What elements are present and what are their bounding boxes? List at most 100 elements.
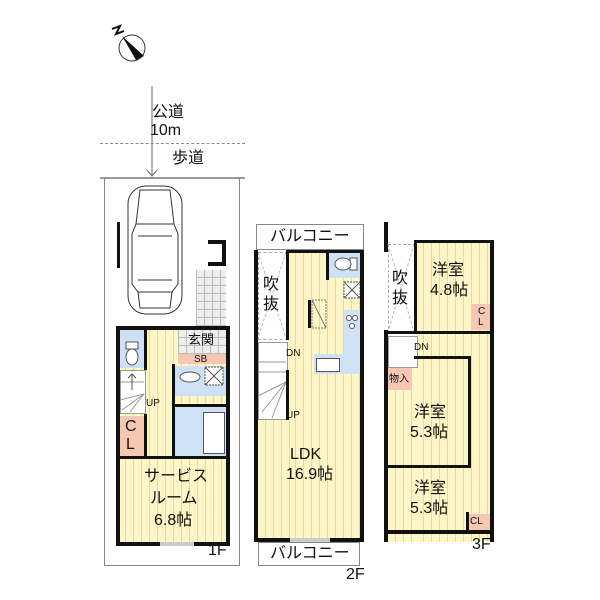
wall-3f-top	[414, 240, 494, 243]
wall-3f-void	[414, 240, 417, 334]
wall-3f-row1	[384, 331, 494, 334]
western-room-2-label: 洋室	[414, 404, 447, 421]
wall-3f-right	[490, 240, 494, 542]
north-arrow-icon	[111, 24, 146, 62]
wall-3f-left	[384, 330, 388, 542]
stairs-icon	[119, 373, 145, 413]
dn-label-3f: DN	[414, 342, 429, 353]
gate-post	[208, 240, 226, 244]
wall-2f-toilet	[326, 250, 329, 280]
western-room-1-size: 4.8帖	[430, 282, 469, 299]
wall-1f-closet	[144, 414, 147, 458]
wall-1f-right	[226, 326, 230, 546]
road-arrow	[146, 86, 158, 178]
washer-icon	[204, 366, 224, 386]
service-room-size: 6.8帖	[154, 512, 193, 529]
floor-label-3f: 3F	[472, 536, 491, 553]
wall-3f-room2-top	[414, 356, 470, 359]
closet-3f-1	[472, 304, 490, 330]
storage-label: 物入	[389, 374, 409, 385]
wall-2f-kitchen	[308, 300, 311, 328]
sink-icon	[179, 371, 201, 383]
window-1f-bottom	[160, 542, 194, 546]
road-width: 10m	[150, 122, 182, 139]
shoe-box-label: SB	[194, 354, 208, 365]
toilet-icon	[334, 257, 358, 271]
closet-label-l: L	[126, 436, 135, 453]
entrance-floor	[178, 330, 226, 354]
fence-1f	[117, 222, 120, 268]
void-cross-icon	[387, 243, 415, 333]
floor-label-2f: 2F	[346, 566, 365, 583]
shoe-box	[178, 354, 226, 364]
closet-1f	[120, 416, 144, 456]
balcony-top-label: バルコニー	[270, 228, 350, 245]
balcony-bottom-label: バルコニー	[270, 545, 350, 562]
range-hood-icon	[311, 299, 327, 329]
void-cross-icon	[257, 251, 287, 339]
floor-3f-main	[416, 242, 494, 542]
wall-1f-top	[116, 326, 230, 330]
wall-1f-bath	[172, 364, 175, 458]
wall-3f-closet3	[466, 512, 469, 532]
property-line	[100, 177, 245, 179]
stairs-icon	[257, 361, 287, 419]
lot-outline-1f	[104, 178, 240, 566]
closet-3f-3-label: CL	[470, 516, 483, 527]
sidewalk-label: 歩道	[172, 150, 205, 167]
wall-2f-top	[286, 250, 364, 253]
stove-icon	[346, 315, 358, 329]
ldk-size: 16.9帖	[286, 466, 334, 483]
compass	[108, 24, 148, 66]
sink-2f	[316, 358, 340, 372]
gate-post-2	[222, 240, 226, 264]
closet-3f-1-c: C	[478, 306, 486, 317]
closet-label-c: C	[125, 418, 137, 435]
up-label-1f: UP	[146, 398, 160, 409]
wall-2f-stair	[286, 370, 289, 420]
wall-1f-left	[116, 326, 120, 546]
ldk-floor-lower	[258, 420, 294, 540]
toilet-icon	[125, 341, 139, 366]
service-room-label-2: ルーム	[150, 490, 198, 507]
balcony-bottom-outline	[258, 542, 360, 566]
wall-1f-bathdiv	[172, 404, 228, 407]
fridge-icon	[343, 281, 361, 299]
wall-3f-bottom	[384, 530, 494, 534]
closet-3f-1-l: L	[478, 317, 484, 328]
void-label-2: 抜	[263, 296, 280, 313]
western-room-2-size: 5.3帖	[410, 424, 449, 441]
entrance-label: 玄関	[188, 332, 215, 347]
stairs-2f	[258, 342, 288, 420]
sidewalk-line	[100, 143, 245, 144]
closet-3f-3	[468, 514, 492, 530]
wall-3f-room3-top	[384, 465, 471, 468]
wall-3f-room2-right	[468, 356, 471, 466]
wall-2f-left	[254, 250, 258, 542]
floor-label-1f: 1F	[208, 542, 227, 559]
up-label-2f: UP	[286, 410, 300, 421]
balcony-top-outline	[256, 224, 364, 250]
window-2f-bottom	[290, 538, 330, 542]
void-label-1: 吹	[263, 276, 280, 293]
storage-3f	[388, 368, 412, 390]
car-icon	[126, 184, 184, 316]
stairs-3f	[388, 336, 418, 368]
porch-tile	[196, 270, 226, 326]
road-label: 公道	[152, 104, 185, 121]
western-room-3-label: 洋室	[414, 480, 447, 497]
wall-1f-toilet	[144, 326, 147, 370]
gate-post-3	[208, 262, 226, 266]
ldk-label: LDK	[290, 446, 322, 463]
service-room-label-1: サービス	[144, 468, 209, 485]
wall-2f-right	[360, 250, 364, 542]
wall-2f-void	[286, 250, 289, 340]
wall-3f-outer-left-top	[384, 222, 388, 252]
bathtub-icon	[203, 412, 225, 454]
dn-label-2f: DN	[286, 348, 301, 359]
void-label-2: 抜	[392, 290, 409, 307]
stairs-1f	[120, 370, 146, 414]
western-room-3-size: 5.3帖	[410, 500, 449, 517]
western-room-1-label: 洋室	[432, 262, 465, 279]
void-label-1: 吹	[392, 270, 409, 287]
